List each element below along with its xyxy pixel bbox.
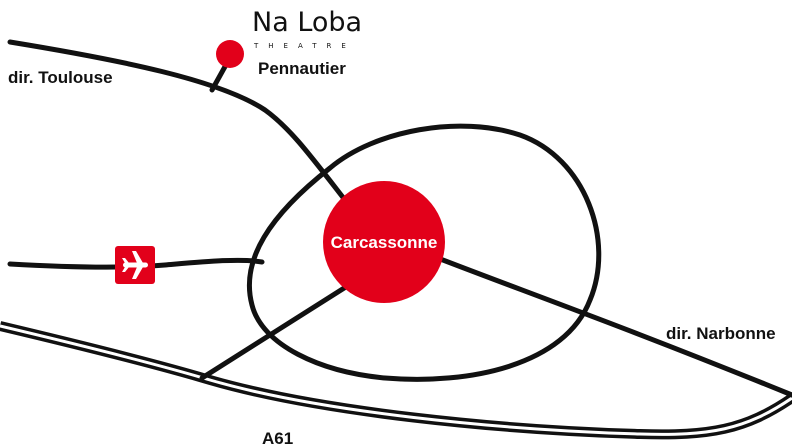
label-dir-narbonne: dir. Narbonne bbox=[666, 324, 776, 343]
logo-na-loba: Na Loba THEATRE bbox=[252, 7, 362, 50]
airplane-icon[interactable] bbox=[115, 246, 155, 284]
ring-road bbox=[246, 123, 602, 382]
map-pin-icon[interactable] bbox=[216, 40, 244, 68]
city-circle bbox=[323, 181, 445, 303]
road-highway-link bbox=[199, 275, 363, 381]
city-carcassonne[interactable]: Carcassonne bbox=[323, 181, 445, 303]
highway-a61 bbox=[0, 321, 792, 440]
city-label: Carcassonne bbox=[331, 233, 438, 252]
road-airport bbox=[7, 257, 265, 270]
road-toulouse bbox=[7, 39, 348, 203]
road-narbonne bbox=[427, 252, 792, 398]
logo-name: Na Loba bbox=[252, 7, 362, 38]
logo-subtitle: THEATRE bbox=[253, 42, 356, 50]
label-dir-toulouse: dir. Toulouse bbox=[8, 68, 113, 87]
label-highway-a61: A61 bbox=[262, 429, 293, 447]
label-pennautier: Pennautier bbox=[258, 59, 346, 78]
